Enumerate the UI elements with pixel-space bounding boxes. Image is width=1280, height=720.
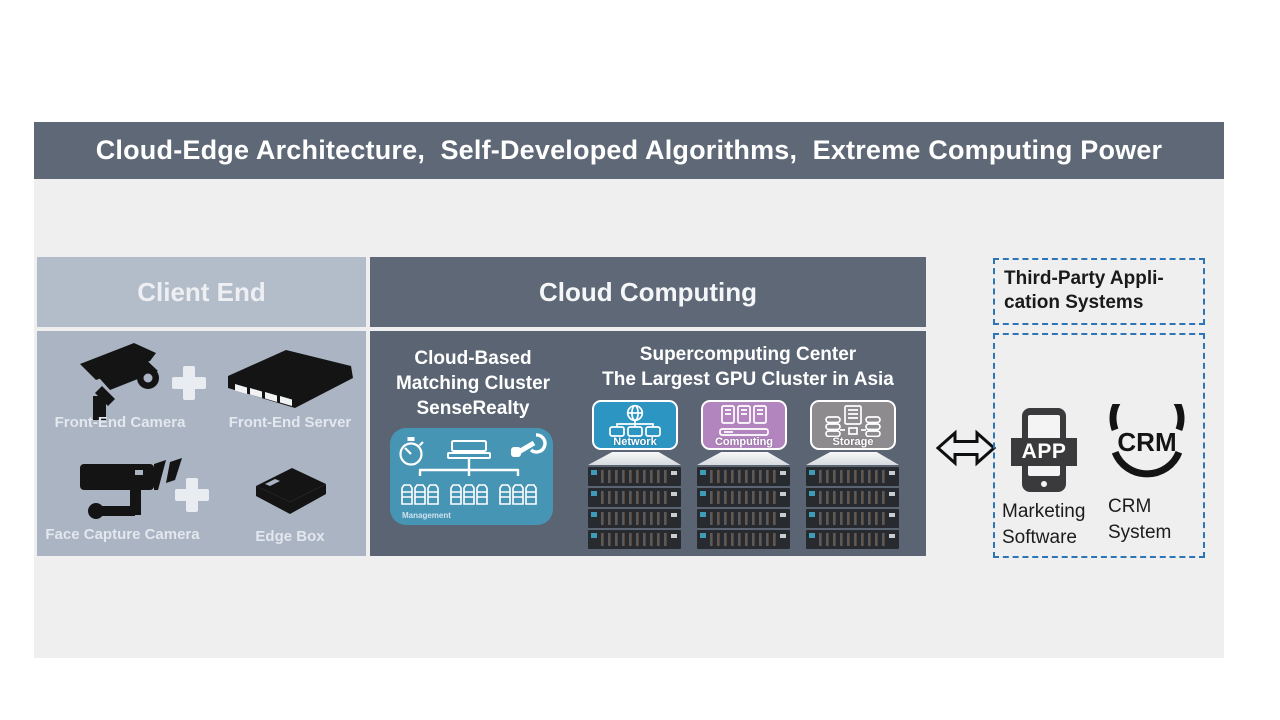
third-party-title-line2: cation Systems xyxy=(1004,292,1144,313)
app-badge: APP xyxy=(1011,438,1077,466)
supercomputing-title: Supercomputing Center The Largest GPU Cl… xyxy=(570,342,926,392)
client-end-body: Front-End Camera Front-End Server Face C… xyxy=(37,331,366,556)
matching-cluster-line3: SenseRealty xyxy=(416,398,530,419)
crm-system-label: CRM System xyxy=(1108,496,1172,543)
double-arrow-icon xyxy=(936,429,996,467)
edge-box-label: Edge Box xyxy=(255,528,325,545)
third-party-title-line1: Third-Party Appli- xyxy=(1004,268,1164,289)
third-party-title-box: Third-Party Appli- cation Systems xyxy=(993,258,1205,325)
matching-cluster-title: Cloud-Based Matching Cluster SenseRealty xyxy=(378,346,568,421)
plus-icon xyxy=(175,478,209,512)
computing-icon xyxy=(719,405,769,436)
network-label: Network xyxy=(613,436,657,448)
server-rack-stack xyxy=(806,452,899,550)
server-rack-stack xyxy=(697,452,790,550)
server-icon xyxy=(447,440,491,459)
cctv-camera-icon xyxy=(80,343,159,420)
network-box: Network xyxy=(592,400,678,450)
page-title: Cloud-Edge Architecture, Self-Developed … xyxy=(95,135,1163,165)
supercomputing-line2: The Largest GPU Cluster in Asia xyxy=(602,369,894,390)
edge-box-icon xyxy=(256,468,326,514)
management-label: Management xyxy=(402,511,451,520)
app-phone-icon: APP xyxy=(1011,408,1077,496)
client-end-header-label: Client End xyxy=(137,276,266,307)
storage-label: Storage xyxy=(832,436,874,448)
third-party-apps-box xyxy=(993,333,1205,558)
face-capture-camera-label: Face Capture Camera xyxy=(45,526,200,543)
management-cluster-box: Management xyxy=(390,428,553,525)
network-icon xyxy=(609,404,661,437)
matching-cluster-line1: Cloud-Based xyxy=(414,348,532,369)
tree-connectors xyxy=(418,458,520,476)
storage-icon xyxy=(825,405,881,437)
stopwatch-icon xyxy=(399,437,424,466)
computing-box: Computing xyxy=(701,400,787,450)
crm-circle-icon: CRM xyxy=(1109,404,1185,478)
server-carton-groups xyxy=(401,484,537,505)
wrench-hand-icon xyxy=(511,433,547,457)
storage-box: Storage xyxy=(810,400,896,450)
front-end-camera-label: Front-End Camera xyxy=(54,414,186,431)
management-cluster-diagram: Management xyxy=(399,433,547,520)
rack-server-icon xyxy=(228,350,353,408)
cloud-computing-header: Cloud Computing xyxy=(370,257,926,327)
banner: Cloud-Edge Architecture, Self-Developed … xyxy=(34,122,1224,179)
server-rack-stack xyxy=(588,452,681,550)
matching-cluster-line2: Matching Cluster xyxy=(395,373,551,394)
supercomputing-line1: Supercomputing Center xyxy=(639,344,857,365)
plus-icon xyxy=(172,366,206,400)
marketing-software-label: Marketing Software xyxy=(1002,501,1086,548)
computing-label: Computing xyxy=(714,436,774,448)
cloud-computing-header-label: Cloud Computing xyxy=(538,276,758,307)
front-end-server-label: Front-End Server xyxy=(228,414,352,431)
face-capture-camera-icon xyxy=(80,458,182,519)
crm-badge: CRM xyxy=(1117,427,1176,457)
client-end-header: Client End xyxy=(37,257,366,327)
